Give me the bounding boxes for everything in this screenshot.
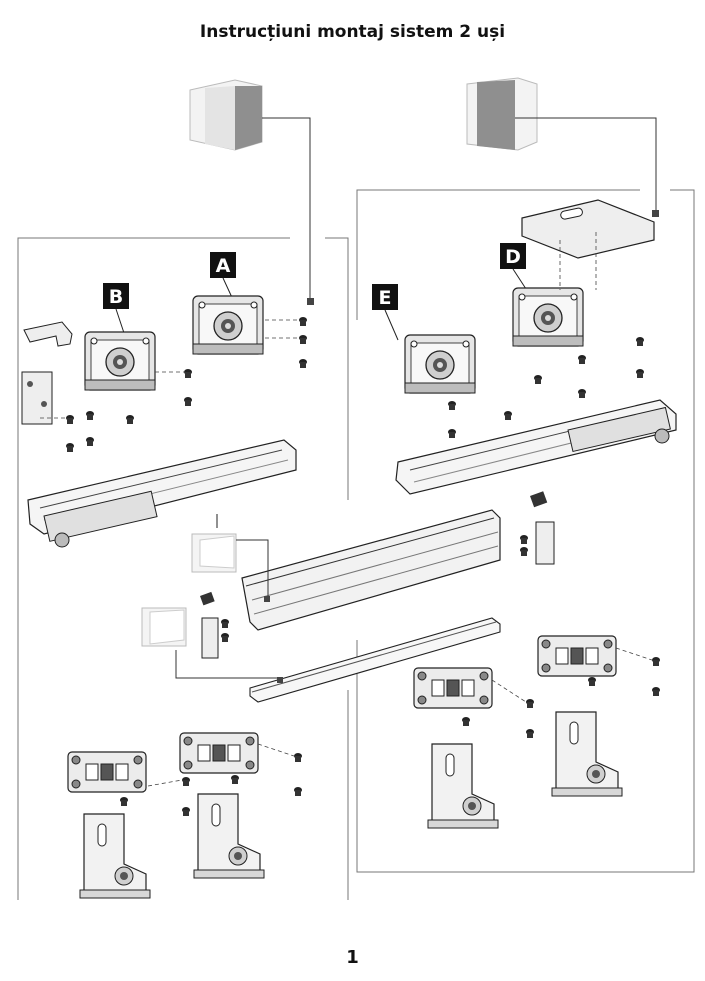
svg-text:B: B [109,286,123,308]
label-d: D [500,243,526,269]
wardrobe-door-icon [141,607,187,647]
svg-text:A: A [216,255,231,277]
leader-line [262,117,311,300]
guide-bracket-icon [200,491,555,659]
page-number: 1 [346,947,359,968]
wardrobe-door-icon [466,77,538,151]
roller-carriage-icon [84,295,264,391]
guide-bracket-icon [79,711,623,899]
left-section-frame [17,237,290,900]
guide-bracket-icon [521,199,655,259]
track-rail-icon [395,399,677,495]
label-a: A [210,252,236,278]
svg-text:D: D [505,246,521,268]
wardrobe-door-icon [191,533,237,573]
wardrobe-door-icon [189,79,263,151]
track-rail-icon [241,509,501,631]
label-e: E [372,284,398,310]
guide-bracket-icon [21,321,73,425]
page-title: Instrucțiuni montaj sistem 2 uși [199,22,506,42]
track-rail-icon [27,439,297,548]
guide-bracket-icon [67,635,617,793]
label-b: B [103,283,129,309]
svg-text:E: E [379,287,392,309]
right-section-frame [356,189,640,320]
roller-carriage-icon [404,287,584,394]
track-rail-icon [249,617,501,703]
leader-line [515,117,657,212]
